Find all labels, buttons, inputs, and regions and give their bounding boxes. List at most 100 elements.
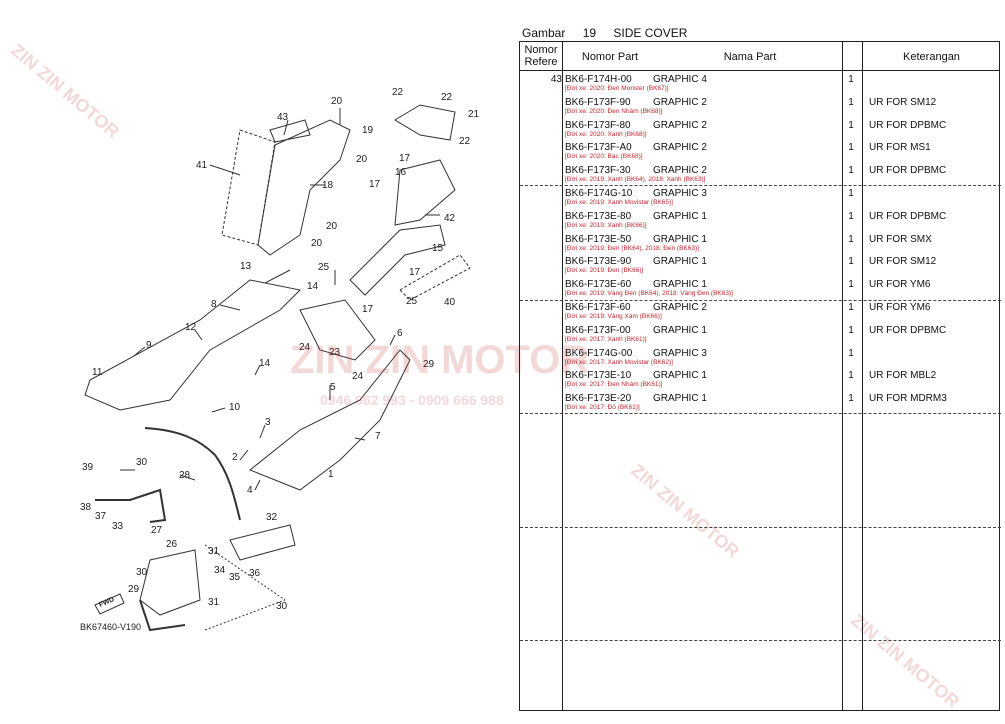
callout-17: 17 xyxy=(362,304,374,315)
model-note: [Đời xe: 2019: Vàng Đen (BK64), 2018: Và… xyxy=(565,290,733,298)
model-note: [Đời xe: 2020: Đen Nhám (BK68)] xyxy=(565,107,663,115)
part-name: GRAPHIC 1 xyxy=(653,210,707,222)
remark: UR FOR MDRM3 xyxy=(869,393,947,405)
remark: UR FOR DPBMC xyxy=(869,165,947,177)
remark: UR FOR SMX xyxy=(869,233,932,245)
callout-27: 27 xyxy=(151,525,163,536)
row-separator xyxy=(520,413,1001,414)
quantity: 1 xyxy=(848,233,854,245)
parts-diagram: 20 22 22 43 19 21 22 41 20 17 18 16 17 4… xyxy=(80,87,480,633)
part-number: BK6-F173F-80 xyxy=(565,119,631,131)
part-name: GRAPHIC 1 xyxy=(653,279,707,291)
part-name: GRAPHIC 1 xyxy=(653,370,707,382)
model-note: [Đời xe: 2019: Đen (BK64), 2018: Đen (BK… xyxy=(565,244,699,252)
col-header-part-no: Nomor Part xyxy=(581,51,639,63)
callout-39: 39 xyxy=(82,462,94,473)
model-note: [Đời xe: 2020: Xanh (BK68)] xyxy=(565,130,647,138)
part-number: BK6-F173F-90 xyxy=(565,96,631,108)
callout-30: 30 xyxy=(136,567,148,578)
watermark-brand: ZIN ZIN MOTOR xyxy=(290,338,590,382)
part-number: BK6-F173E-10 xyxy=(565,370,632,382)
callout-24: 24 xyxy=(299,342,311,353)
model-note: [Đời xe: 2019: Xanh Movistar (BK65)] xyxy=(565,199,673,206)
callout-5: 5 xyxy=(330,382,336,393)
callout-20: 20 xyxy=(311,238,323,249)
callout-21: 21 xyxy=(468,109,480,120)
part-number: BK6-F174H-00 xyxy=(565,74,632,85)
remark: UR FOR MS1 xyxy=(869,142,931,154)
remark: UR FOR DPBMC xyxy=(869,210,947,222)
callout-30: 30 xyxy=(276,601,288,612)
callout-16: 16 xyxy=(395,167,407,178)
figure-number: 19 xyxy=(582,26,597,40)
callout-25: 25 xyxy=(318,262,330,273)
callout-35: 35 xyxy=(229,572,241,583)
part-name: GRAPHIC 1 xyxy=(653,324,707,336)
model-note: [Đời xe: 2019: Xanh (BK64), 2018: Xanh (… xyxy=(565,176,706,184)
part-name: GRAPHIC 1 xyxy=(653,233,707,245)
quantity: 1 xyxy=(848,165,854,177)
callout-25: 25 xyxy=(406,296,418,307)
callout-22: 22 xyxy=(392,87,404,98)
part-number: BK6-F173F-30 xyxy=(565,165,631,177)
quantity: 1 xyxy=(848,256,854,268)
part-number: BK6-F173E-50 xyxy=(565,233,632,245)
model-note: [Đời xe: 2020: Bạc (BK68)] xyxy=(565,153,643,161)
row-ref: 43 xyxy=(550,74,562,85)
figure-prefix: Gambar xyxy=(522,26,566,40)
model-note: [Đời xe: 2017: Đen Nhám (BK61)] xyxy=(565,381,663,389)
callout-34: 34 xyxy=(214,565,226,576)
part-number: BK6-F173F-60 xyxy=(565,302,631,313)
callout-20: 20 xyxy=(331,96,343,107)
part-name: GRAPHIC 4 xyxy=(653,74,707,85)
part-name: GRAPHIC 3 xyxy=(653,188,707,199)
part-number: BK6-F173E-20 xyxy=(565,393,632,405)
quantity: 1 xyxy=(848,188,854,199)
callout-8: 8 xyxy=(211,299,217,310)
callout-11: 11 xyxy=(92,367,103,378)
diagram-code: BK67460-V190 xyxy=(80,622,142,632)
callout-40: 40 xyxy=(444,297,456,308)
callout-14: 14 xyxy=(307,281,319,292)
part-number: BK6-F173E-60 xyxy=(565,279,632,291)
remark: UR FOR DPBMC xyxy=(869,119,947,131)
figure-header: Gambar 19 SIDE COVER xyxy=(522,26,701,40)
part-name: GRAPHIC 2 xyxy=(653,96,707,108)
col-header-name: Nama Part xyxy=(723,51,777,63)
callout-37: 37 xyxy=(95,511,107,522)
col-divider xyxy=(862,42,863,710)
callout-9: 9 xyxy=(146,340,152,351)
remark: UR FOR YM6 xyxy=(869,279,931,291)
part-name: GRAPHIC 1 xyxy=(653,393,707,405)
callout-15: 15 xyxy=(432,243,444,254)
callout-30: 30 xyxy=(136,457,148,468)
callout-17: 17 xyxy=(369,179,381,190)
callout-32: 32 xyxy=(266,512,278,523)
quantity: 1 xyxy=(848,279,854,291)
remark: UR FOR SM12 xyxy=(869,96,937,108)
callout-29: 29 xyxy=(128,584,140,595)
callout-20: 20 xyxy=(326,221,338,232)
callout-23: 23 xyxy=(329,347,341,358)
model-note: [Đời xe: 2019: Xanh (BK66)] xyxy=(565,221,647,229)
part-number: BK6-F173E-90 xyxy=(565,256,632,268)
col-divider xyxy=(842,42,843,710)
callout-31: 31 xyxy=(208,546,220,557)
quantity: 1 xyxy=(848,347,854,359)
quantity: 1 xyxy=(848,74,854,85)
table-row: BK6-F173E-60 GRAPHIC 1 1 UR FOR YM6 [Đời xe:… xyxy=(520,279,1001,302)
callout-33: 33 xyxy=(112,521,124,532)
remark: UR FOR YM6 xyxy=(869,302,931,313)
col-divider xyxy=(562,42,563,710)
row-separator xyxy=(520,640,1001,641)
table-header: Nomor Refere Nomor Part Nama Part Ketera… xyxy=(520,42,999,71)
callout-19: 19 xyxy=(362,125,374,136)
